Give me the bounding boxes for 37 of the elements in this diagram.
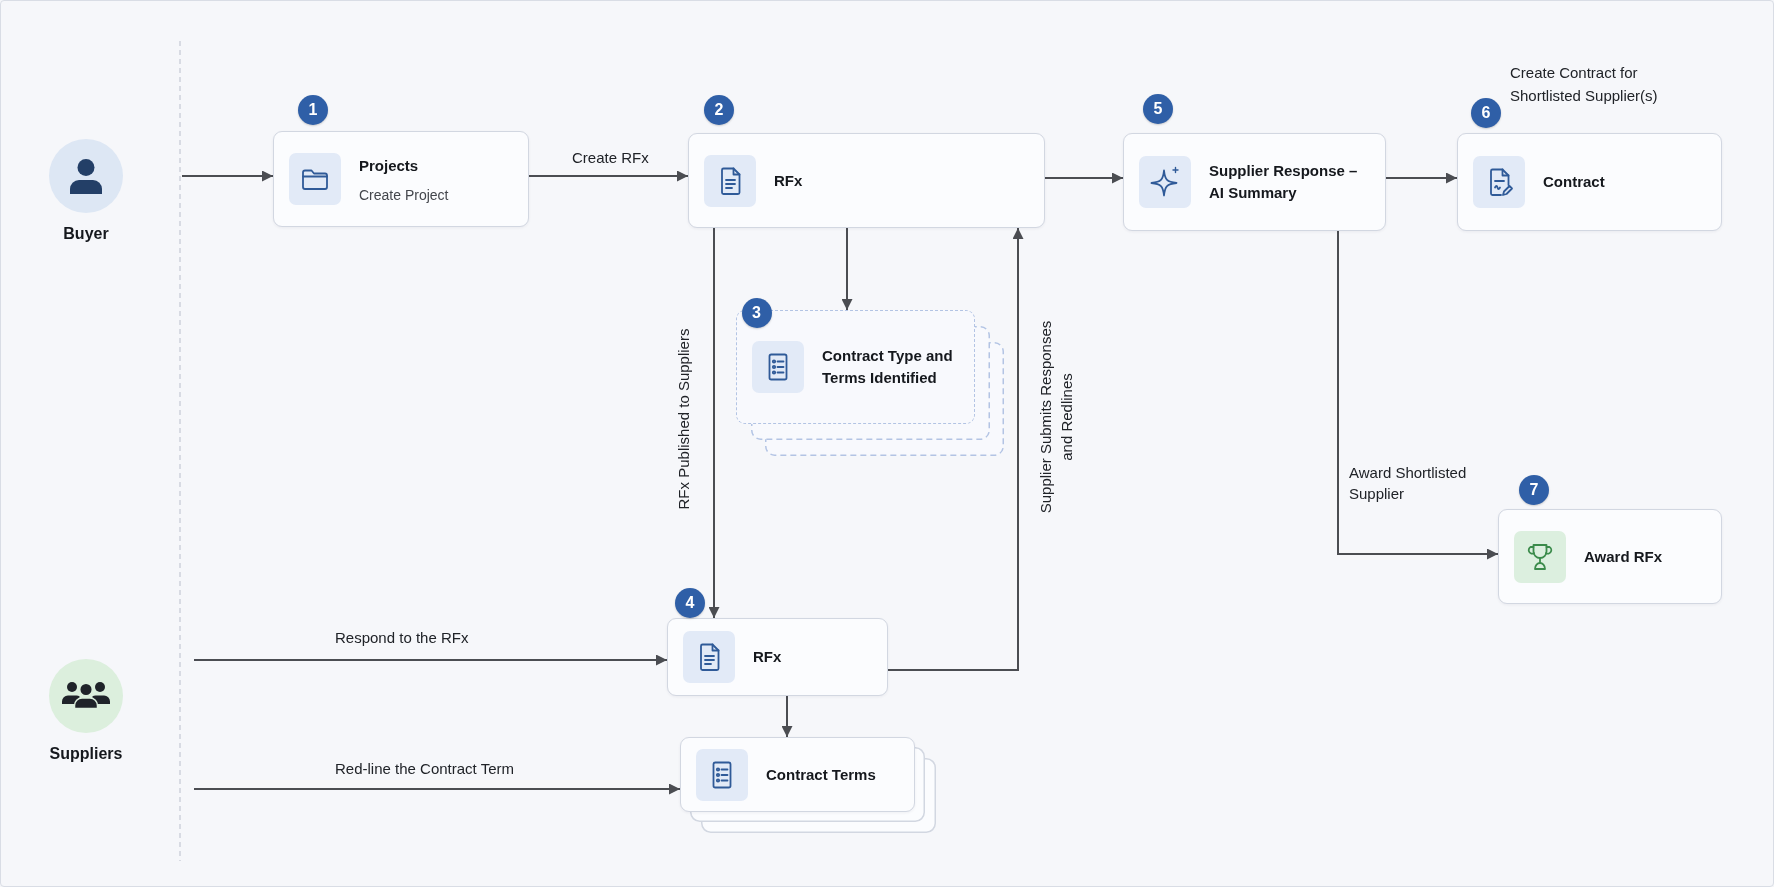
step-subtitle: Create Project (359, 185, 449, 204)
process-card (1498, 509, 1722, 604)
step-badge: 6 (1471, 98, 1501, 128)
process-card (1457, 133, 1722, 231)
flow-arrow (181, 170, 274, 182)
flow-arrow (1385, 172, 1458, 184)
process-card (680, 737, 915, 812)
step-title: RFx (774, 170, 803, 191)
step-badge: 2 (704, 95, 734, 125)
flow-arrow (708, 227, 720, 619)
step-title: RFx (753, 647, 782, 667)
step-title: Projects (359, 155, 420, 176)
actor-label: Buyer (63, 224, 109, 244)
step-title: Award RFx (1584, 546, 1663, 567)
step-badge: 5 (1143, 94, 1173, 124)
step-title: Contract Type and Terms Identified (822, 346, 954, 388)
step-note: Create Contract for Shortlisted Supplier(s) (1510, 63, 1659, 106)
process-card (688, 133, 1045, 228)
flow-arrow (841, 227, 853, 311)
step-badge: 7 (1519, 475, 1549, 505)
flow-arrow (1337, 230, 1499, 560)
step-badge: 3 (741, 297, 772, 328)
step-title: Contract (1543, 172, 1605, 192)
process-card (1123, 133, 1386, 231)
step-title: Contract Terms (766, 764, 876, 785)
process-card (273, 131, 529, 227)
step-badge: 4 (675, 588, 705, 618)
step-title: Supplier Response – AI Summary (1209, 161, 1359, 203)
actor-label: Suppliers (49, 744, 123, 764)
flow-arrow (193, 654, 668, 666)
flow-arrow (1044, 172, 1124, 184)
flow-arrow (887, 227, 1024, 671)
flow-arrow (193, 783, 681, 795)
flow-arrow (528, 170, 689, 182)
flow-arrow (781, 695, 793, 738)
process-card (667, 618, 888, 696)
step-badge: 1 (298, 95, 328, 125)
